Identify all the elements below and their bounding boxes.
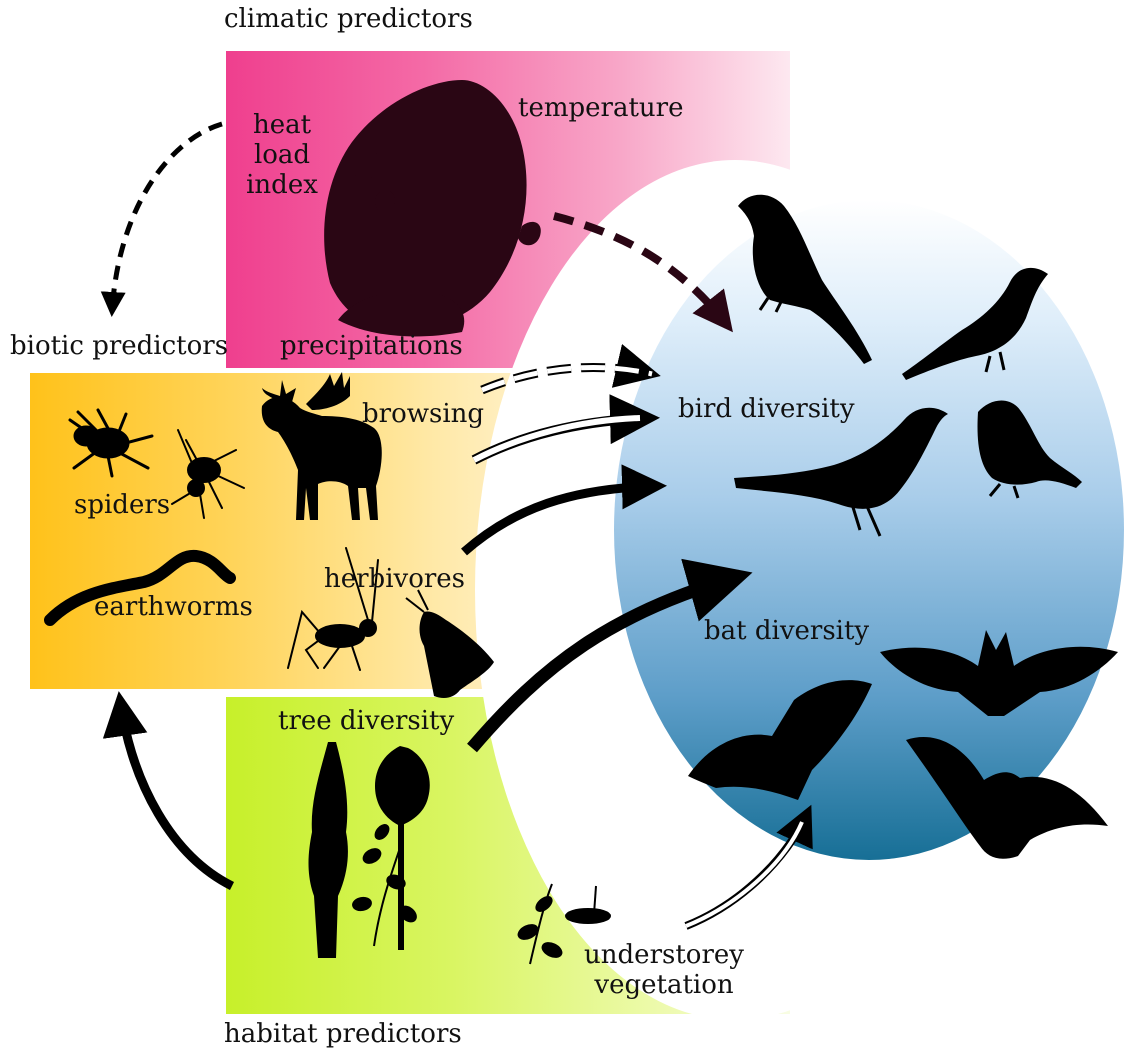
earthworms-label: earthworms	[94, 592, 253, 622]
shrub-icon	[352, 824, 417, 947]
arrow-herbivores-to-birds	[461, 464, 667, 556]
bat-diversity-label: bat diversity	[704, 616, 870, 646]
spiders-label: spiders	[74, 490, 171, 520]
arrow-understorey-to-bats	[684, 804, 813, 930]
heat-load-index-label: heat load index	[246, 110, 318, 200]
bird-icon	[902, 267, 1048, 380]
herbivores-label: herbivores	[324, 564, 466, 594]
arrow-browsing-dashed-to-birds-inner	[481, 364, 653, 393]
precipitations-label: precipitations	[280, 331, 463, 361]
temperature-label: temperature	[518, 93, 684, 123]
tree-diversity-label: tree diversity	[278, 706, 455, 736]
arrow-habitat-to-biotic	[102, 691, 235, 891]
bird-icon	[734, 407, 948, 537]
arrow-browsing-to-birds-inner	[472, 415, 641, 463]
arrow-climatic-to-biotic	[100, 121, 223, 317]
bird-icon	[738, 194, 872, 364]
moose-icon	[261, 372, 382, 520]
earthworm-icon	[44, 549, 236, 626]
bat-icon	[906, 737, 1108, 859]
browsing-label: browsing	[362, 399, 485, 429]
habitat-predictors-title: habitat predictors	[224, 1019, 462, 1049]
climatic-predictors-title: climatic predictors	[224, 4, 473, 34]
grasshopper-icon	[287, 547, 379, 671]
arrow-climatic-to-birds	[553, 212, 733, 333]
arrow-tree-diversity-to-birds	[467, 558, 753, 753]
bat-icon	[688, 680, 872, 800]
spider-icon	[68, 408, 154, 478]
bird-icon	[977, 400, 1082, 499]
biotic-predictors-title: biotic predictors	[10, 331, 229, 361]
spider-icon	[171, 429, 245, 519]
moth-icon	[405, 589, 494, 698]
bat-icon	[880, 630, 1118, 716]
bird-diversity-label: bird diversity	[678, 394, 855, 424]
conifer-tree-icon	[308, 742, 348, 958]
arrow-understorey-to-bats-inner	[685, 821, 804, 928]
pine-tree-icon	[375, 746, 430, 950]
europe-map-icon	[324, 80, 541, 337]
herb-icon	[517, 883, 611, 965]
arrow-browsing-to-birds	[471, 394, 660, 465]
understorey-vegetation-label: understorey vegetation	[584, 940, 744, 1000]
